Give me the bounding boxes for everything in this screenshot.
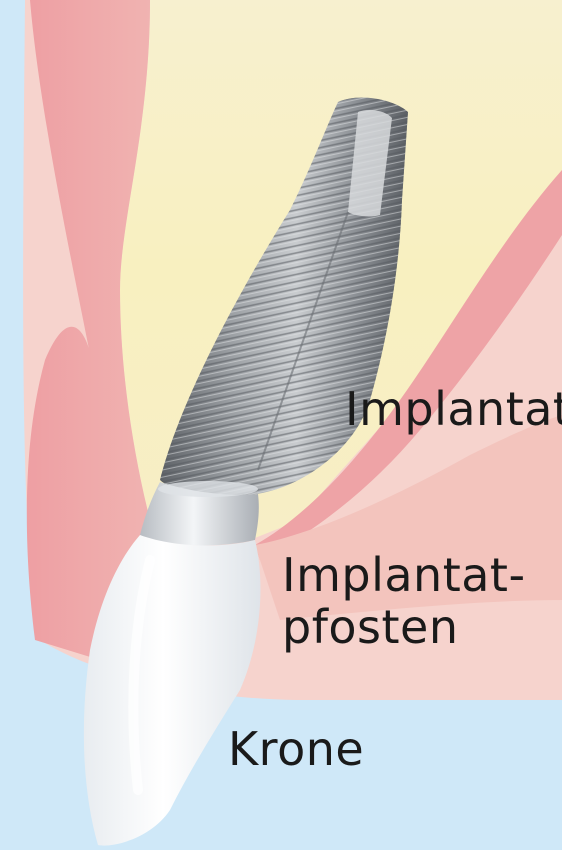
label-abutment: Implantat- pfosten [282, 550, 526, 653]
label-abutment-line1: Implantat- [282, 550, 526, 602]
label-abutment-line2: pfosten [282, 602, 526, 654]
abutment-rim [158, 481, 258, 497]
label-implant: Implantat [345, 384, 562, 436]
label-crown: Krone [228, 724, 364, 776]
